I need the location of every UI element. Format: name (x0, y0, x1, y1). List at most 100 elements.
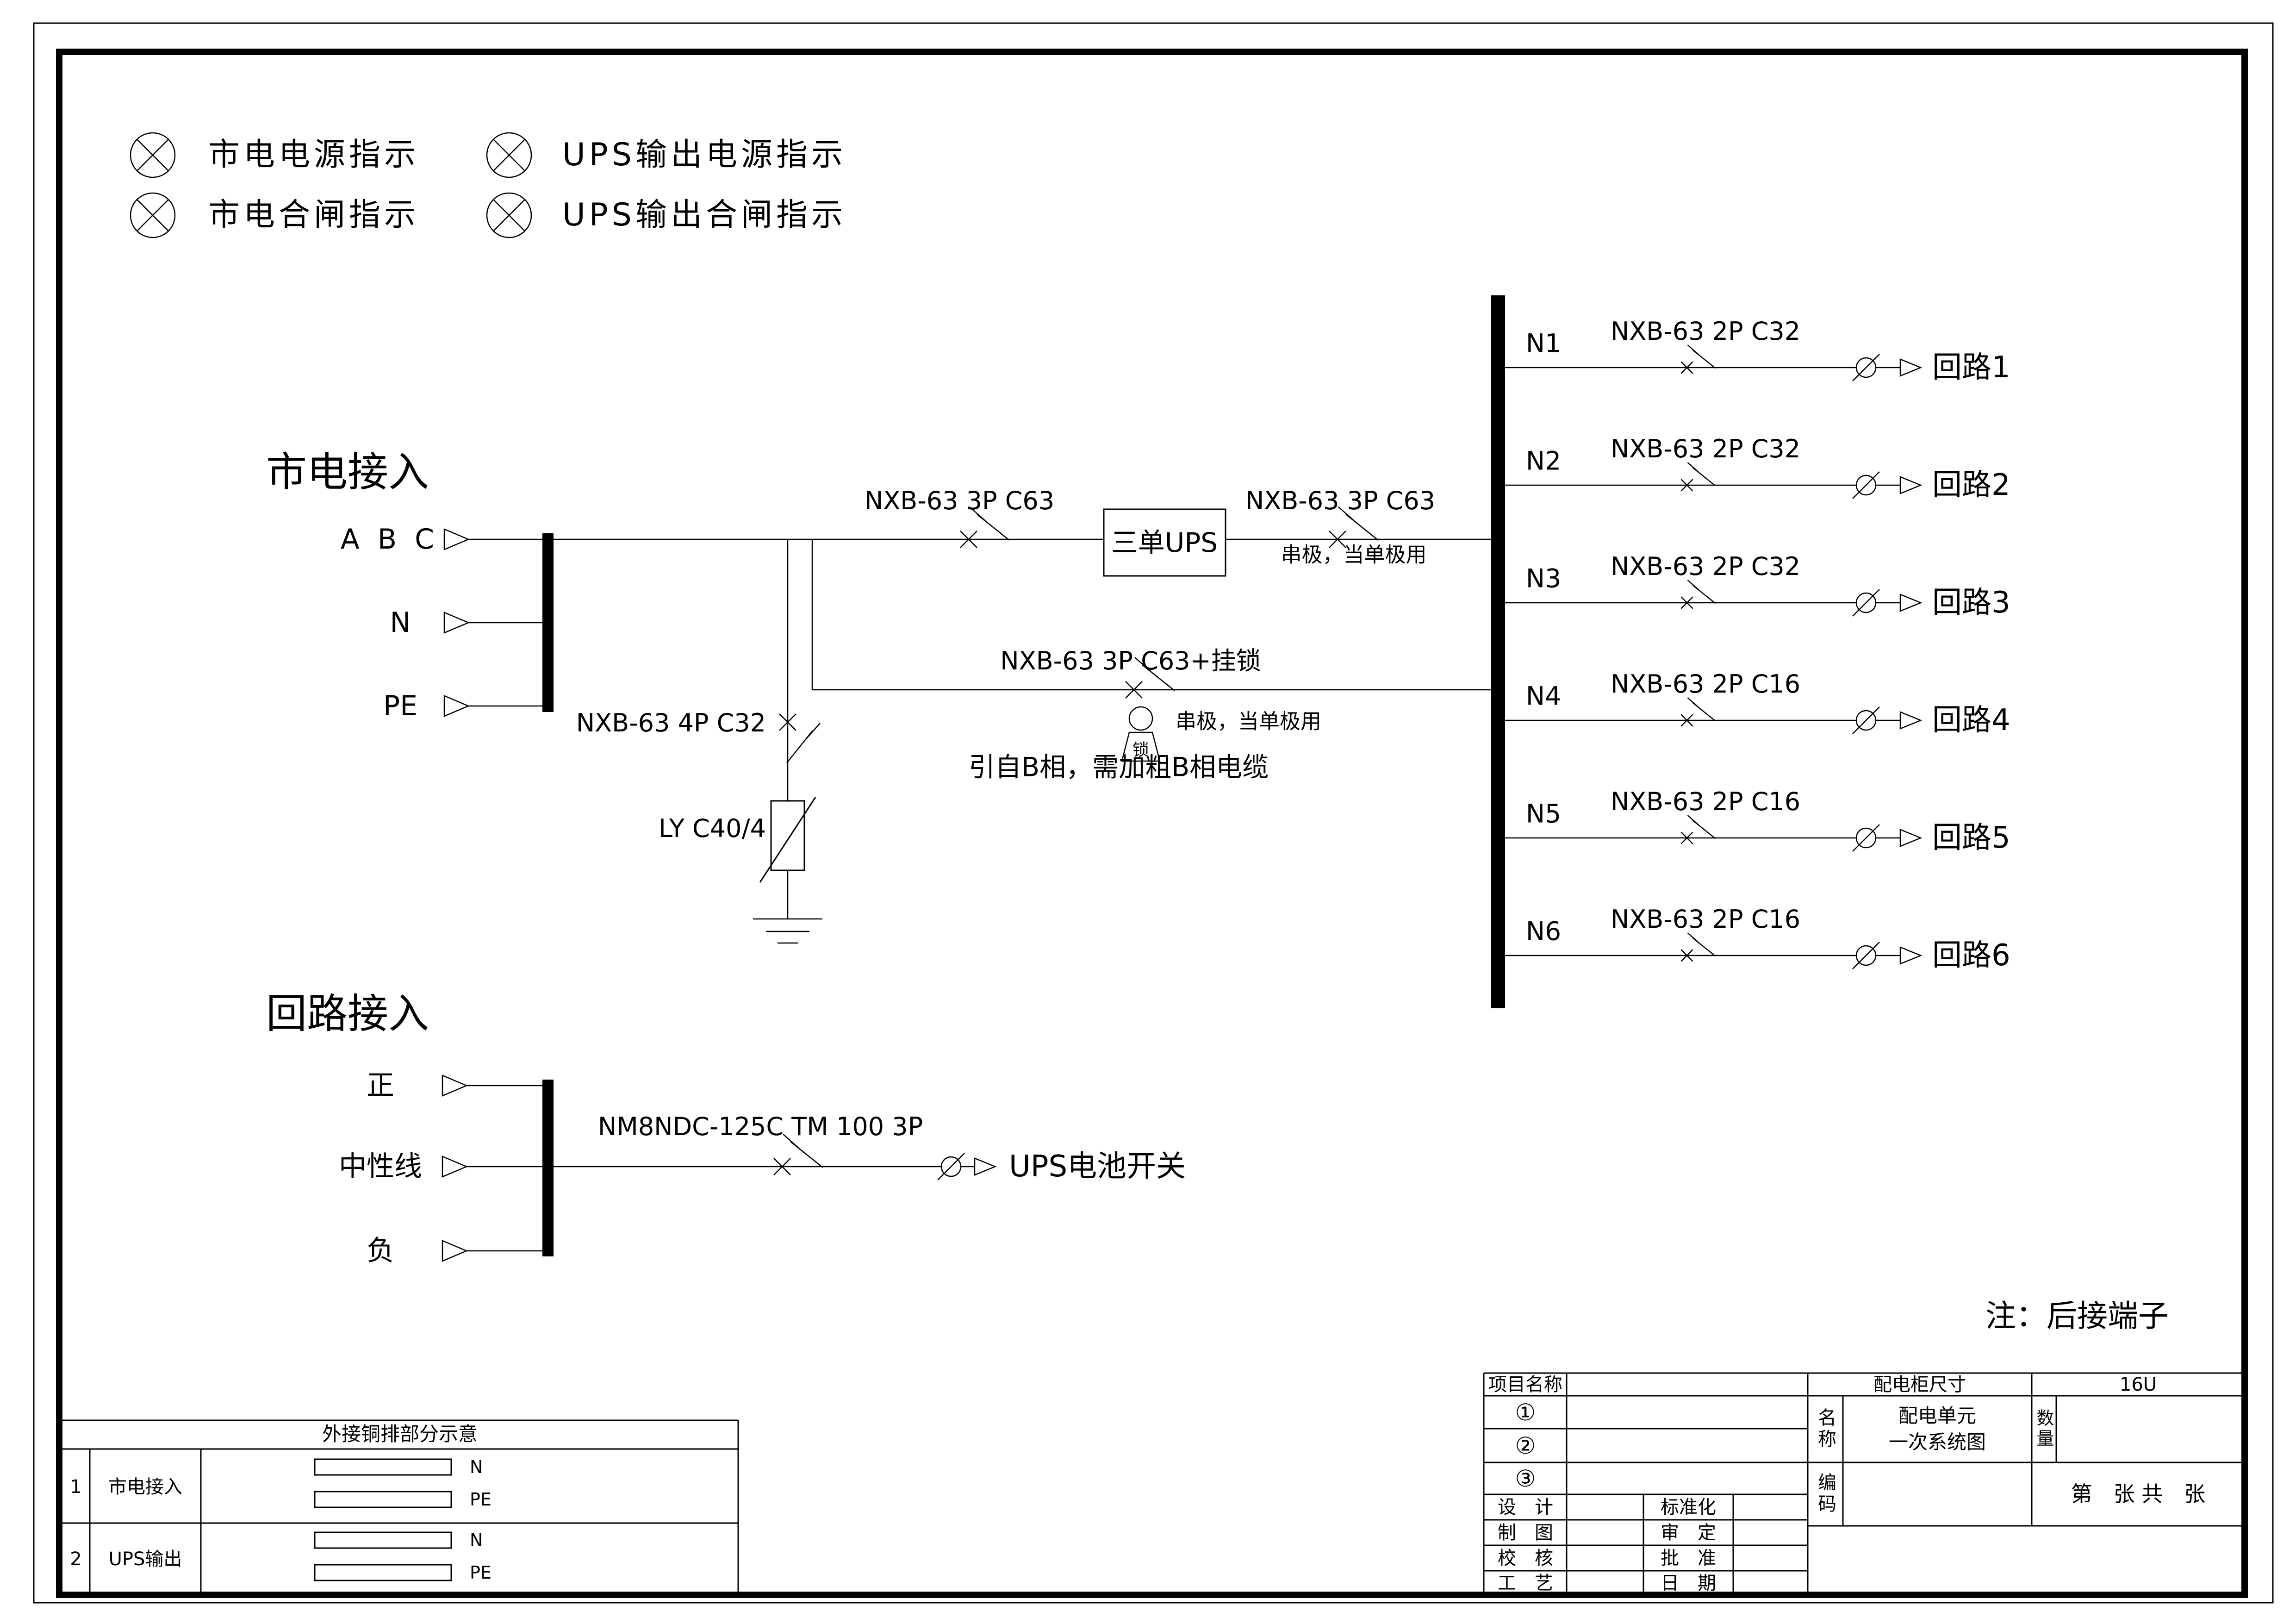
title-block-lines (1483, 1372, 2245, 1595)
terminal-arrow-icon (443, 695, 469, 717)
section-title-mains: 市电接入 (266, 448, 429, 496)
titleblock-process-label: 工 艺 (1498, 1573, 1553, 1594)
indicator-lamp-icon (130, 192, 176, 238)
padlock-label: 锁 (1132, 741, 1149, 760)
spd-label: LY C40/4 (658, 814, 766, 843)
titleblock-check-label: 校 核 (1498, 1548, 1553, 1569)
copper-table-row-no: 2 (70, 1549, 82, 1570)
copper-bar (314, 1491, 452, 1508)
output-id: N6 (1525, 916, 1562, 946)
battery-busbar (542, 1080, 554, 1256)
titleblock-sheet-label: 第 张 共 张 (2071, 1481, 2206, 1506)
terminal-arrow-icon (443, 612, 469, 634)
terminal-label: PE (383, 690, 418, 722)
titleblock-standard-label: 标准化 (1661, 1497, 1716, 1518)
ups-box-label: 三单UPS (1111, 527, 1218, 558)
output-id: N1 (1525, 328, 1562, 358)
titleblock-item3: ③ (1515, 1465, 1536, 1492)
titleblock-qty-label: 数量 (2034, 1409, 2054, 1449)
terminal-label: 中性线 (339, 1150, 422, 1183)
output-arrow-icon (1899, 593, 1922, 612)
titleblock-cabinet-size-value: 16U (2119, 1374, 2157, 1395)
output-arrow-icon (1899, 829, 1922, 847)
output-arrow-icon (974, 1157, 996, 1176)
surge-arrester-icon (759, 797, 816, 883)
terminal-label: N (390, 606, 411, 639)
titleblock-name-label: 名称 (1815, 1408, 1836, 1450)
output-id: N4 (1525, 681, 1562, 711)
terminal-label: A B C (340, 523, 439, 556)
titleblock-review-label: 审 定 (1661, 1522, 1716, 1543)
terminal-arrow-icon (442, 1240, 467, 1262)
titleblock-name-line1: 配电单元 (1898, 1404, 1977, 1427)
titleblock-code-label: 编码 (1815, 1473, 1836, 1515)
output-busbar (1491, 295, 1505, 1008)
terminal-label: 负 (367, 1235, 394, 1267)
breaker-label: NXB-63 2P C16 (1610, 669, 1801, 699)
titleblock-item1: ① (1515, 1399, 1536, 1426)
breaker-switch-icon (1680, 932, 1716, 962)
padlock-icon: 锁 (1121, 706, 1161, 762)
legend-item-label: 市电电源指示 (208, 137, 420, 173)
output-arrow-icon (1899, 476, 1922, 494)
phase-symbol-icon (1852, 706, 1880, 735)
breaker-switch-icon (1680, 697, 1716, 727)
copper-table-lines (62, 1419, 739, 1595)
circuit-label: 回路2 (1932, 468, 2010, 502)
legend-item-label: UPS输出电源指示 (562, 137, 846, 173)
phase-symbol-icon (937, 1152, 965, 1181)
output-arrow-icon (1899, 711, 1922, 730)
legend-item-label: UPS输出合闸指示 (562, 197, 846, 233)
output-id: N3 (1525, 563, 1562, 593)
titleblock-cabinet-size-label: 配电柜尺寸 (1873, 1374, 1966, 1395)
breaker-label: NXB-63 3P C63 (864, 486, 1055, 515)
output-id: N5 (1525, 799, 1562, 829)
titleblock-draft-label: 制 图 (1498, 1522, 1553, 1543)
wiring-lines (467, 367, 1900, 1252)
output-id: N2 (1525, 446, 1562, 476)
output-arrow-icon (1899, 946, 1922, 965)
titleblock-item2: ② (1515, 1432, 1536, 1459)
breaker-label: NXB-63 3P C63+挂锁 (1000, 646, 1261, 675)
breaker-label: NXB-63 3P C63 (1245, 486, 1436, 515)
breaker-switch-icon (1680, 814, 1716, 844)
output-arrow-icon (1899, 358, 1922, 377)
indicator-lamp-icon (486, 132, 532, 178)
circuit-label: 回路1 (1932, 350, 2010, 385)
ups-box (1103, 508, 1226, 577)
breaker-label: NM8NDC-125C TM 100 3P (597, 1112, 923, 1141)
busbars (542, 295, 1505, 1256)
breaker-switch-icon (1680, 462, 1716, 492)
titleblock-design-label: 设 计 (1498, 1497, 1553, 1518)
phase-symbol-icon (1852, 471, 1880, 500)
phase-b-note: 引自B相，需加粗B相电缆 (969, 752, 1269, 783)
titleblock-name-value: 配电单元 一次系统图 (1889, 1403, 1986, 1455)
titleblock-approve-label: 批 准 (1661, 1548, 1716, 1569)
ground-icon (752, 918, 823, 944)
legend-item-label: 市电合闸指示 (208, 197, 420, 233)
terminal-arrow-icon (442, 1074, 467, 1097)
copper-table-title: 外接铜排部分示意 (322, 1423, 478, 1445)
breaker-label: NXB-63 2P C16 (1610, 787, 1801, 816)
copper-table-row-name: 市电接入 (108, 1476, 182, 1498)
copper-bar-label: N (470, 1457, 483, 1477)
titleblock-project-label: 项目名称 (1488, 1374, 1562, 1395)
breaker-label: NXB-63 4P C32 (576, 708, 766, 737)
copper-table-row-name: UPS输出 (108, 1549, 182, 1570)
terminal-arrow-icon (442, 1156, 467, 1178)
terminal-label: 正 (367, 1069, 394, 1102)
indicator-lamp-icon (130, 132, 176, 178)
mains-busbar (542, 533, 554, 712)
phase-symbol-icon (1852, 941, 1880, 970)
breaker-label: NXB-63 2P C32 (1610, 552, 1801, 581)
copper-bar (314, 1458, 452, 1476)
phase-symbol-icon (1852, 588, 1880, 617)
circuit-label: 回路3 (1932, 586, 2010, 620)
circuit-label: 回路4 (1932, 703, 2010, 737)
breaker-switch-icon (1680, 344, 1716, 374)
copper-bar-label: PE (470, 1489, 492, 1510)
copper-table-row-no: 1 (70, 1476, 82, 1498)
indicator-lamp-icon (486, 192, 532, 238)
